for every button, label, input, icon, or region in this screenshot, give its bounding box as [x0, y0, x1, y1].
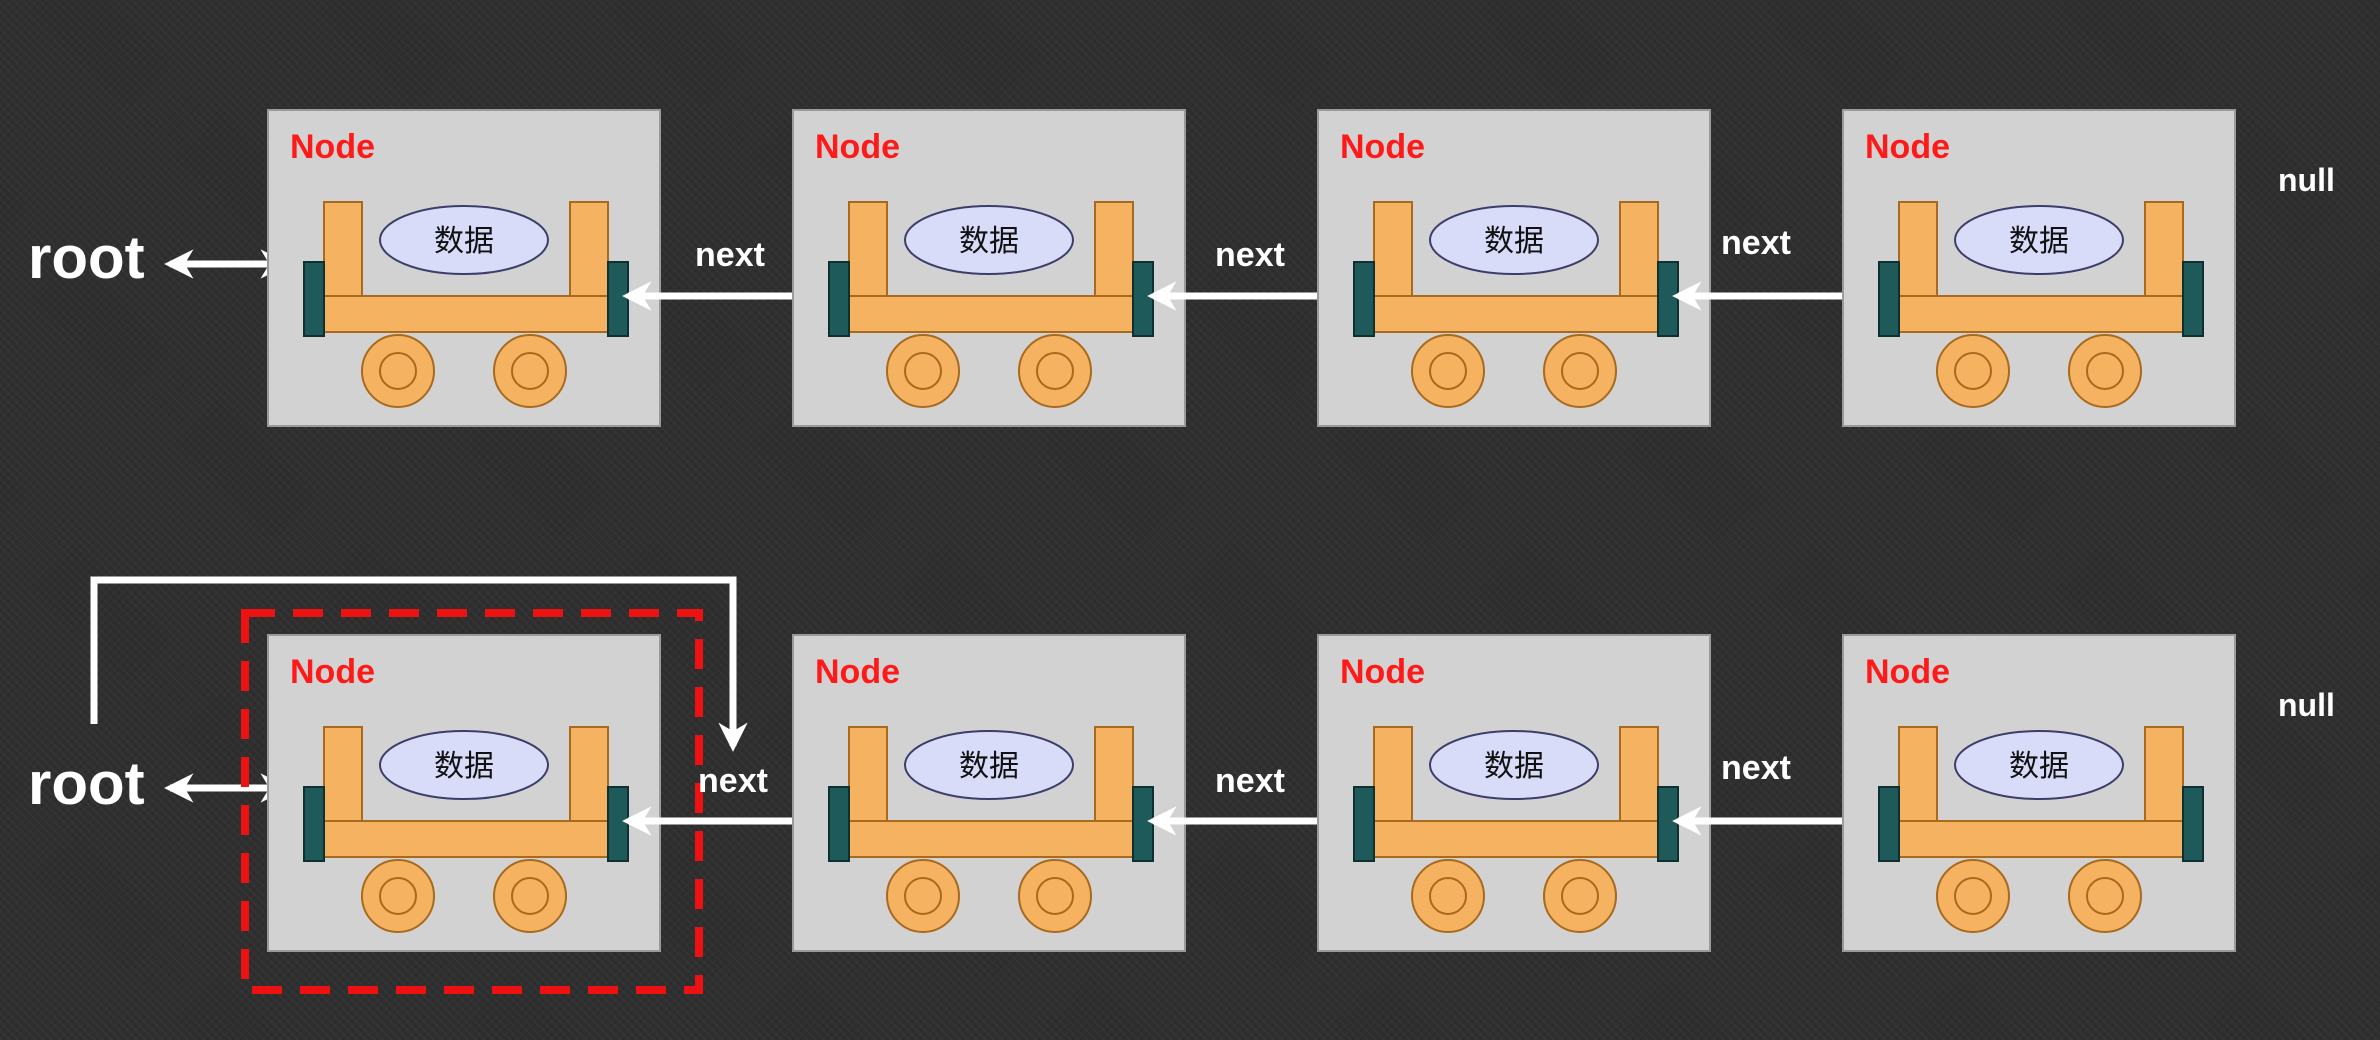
node-title: Node	[815, 653, 900, 691]
wheel-icon	[886, 334, 960, 408]
cart-icon	[303, 726, 629, 933]
data-ellipse	[904, 730, 1074, 800]
node-title: Node	[290, 653, 375, 691]
wheel-icon	[2068, 859, 2142, 933]
wheel-icon	[361, 859, 435, 933]
root-label: root	[28, 750, 145, 817]
cart-icon	[1353, 726, 1679, 933]
data-ellipse	[1954, 730, 2124, 800]
cart-icon	[1878, 726, 2204, 933]
node: Node 数据	[1842, 109, 2236, 427]
wheel-icon	[1411, 859, 1485, 933]
row-bottom: root Node	[28, 576, 2335, 994]
wheel-icon	[1543, 334, 1617, 408]
bumper-left	[303, 261, 325, 337]
data-label: 数据	[1484, 749, 1544, 784]
data-ellipse	[1954, 205, 2124, 275]
node-title: Node	[1865, 128, 1950, 166]
bumper-right	[1132, 261, 1154, 337]
data-label: 数据	[2009, 749, 2069, 784]
bumper-left	[1353, 786, 1375, 862]
wheel-icon	[1018, 859, 1092, 933]
root-label: root	[28, 224, 145, 291]
data-ellipse	[1429, 730, 1599, 800]
data-label: 数据	[959, 749, 1019, 784]
bumper-left	[828, 261, 850, 337]
bumper-left	[303, 786, 325, 862]
node: Node 数据	[267, 109, 661, 427]
node: Node 数据	[1317, 109, 1711, 427]
bumper-right	[2182, 786, 2204, 862]
data-ellipse	[379, 205, 549, 275]
bumper-left	[828, 786, 850, 862]
next-label: next	[695, 236, 765, 274]
next-pointer: next	[1147, 236, 1361, 311]
data-ellipse	[1429, 205, 1599, 275]
node: Node 数据	[1317, 634, 1711, 952]
node-title: Node	[1340, 653, 1425, 691]
cart-icon	[303, 201, 629, 408]
node: Node 数据	[267, 634, 661, 952]
cart-icon	[1878, 201, 2204, 408]
bumper-right	[2182, 261, 2204, 337]
node-title: Node	[290, 128, 375, 166]
bumper-right	[607, 261, 629, 337]
bumper-right	[607, 786, 629, 862]
wheel-icon	[1411, 334, 1485, 408]
bumper-left	[1878, 786, 1900, 862]
wheel-icon	[1936, 334, 2010, 408]
data-ellipse	[379, 730, 549, 800]
wheel-icon	[886, 859, 960, 933]
root-reroute-arrow	[90, 576, 748, 752]
next-label: next	[1215, 762, 1285, 800]
root-pointer: root	[28, 750, 290, 817]
row-top: root Node 数据	[28, 109, 2335, 427]
next-label: next	[1215, 236, 1285, 274]
node-title: Node	[1340, 128, 1425, 166]
wheel-icon	[1018, 334, 1092, 408]
bumper-right	[1657, 261, 1679, 337]
node: Node 数据	[792, 634, 1186, 952]
bumper-left	[1878, 261, 1900, 337]
data-label: 数据	[434, 224, 494, 259]
next-label: next	[1721, 749, 1791, 787]
cart-icon	[828, 726, 1154, 933]
next-label: next	[698, 762, 768, 800]
wheel-icon	[493, 334, 567, 408]
wheel-icon	[361, 334, 435, 408]
next-label: next	[1721, 224, 1791, 262]
wheel-icon	[1543, 859, 1617, 933]
node-title: Node	[815, 128, 900, 166]
data-label: 数据	[959, 224, 1019, 259]
wheel-icon	[2068, 334, 2142, 408]
bumper-right	[1657, 786, 1679, 862]
wheel-icon	[1936, 859, 2010, 933]
node: Node 数据	[1842, 634, 2236, 952]
null-label: null	[2278, 687, 2335, 723]
removed-node-highlight	[241, 609, 703, 994]
root-pointer: root	[28, 224, 290, 291]
cart-icon	[828, 201, 1154, 408]
bumper-right	[1132, 786, 1154, 862]
null-label: null	[2278, 162, 2335, 198]
data-label: 数据	[434, 749, 494, 784]
data-label: 数据	[1484, 224, 1544, 259]
bumper-left	[1353, 261, 1375, 337]
data-ellipse	[904, 205, 1074, 275]
wheel-icon	[493, 859, 567, 933]
node-title: Node	[1865, 653, 1950, 691]
node: Node 数据	[792, 109, 1186, 427]
cart-icon	[1353, 201, 1679, 408]
data-label: 数据	[2009, 224, 2069, 259]
